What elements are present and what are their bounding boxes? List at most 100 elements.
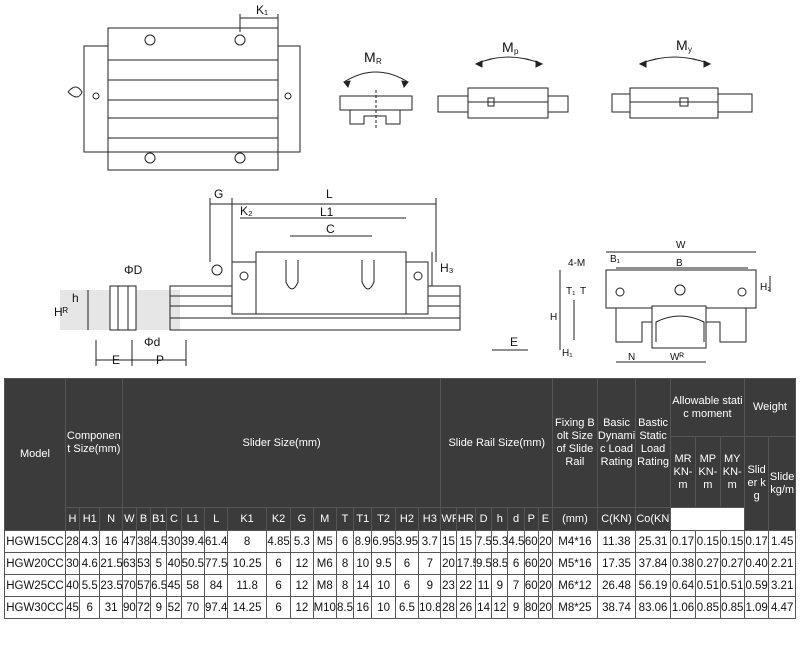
moment-mr-drawing [339, 71, 413, 130]
table-cell: 90 [121, 596, 137, 619]
table-cell: 12 [290, 596, 314, 619]
label-k1-top: K₁ [256, 3, 268, 17]
table-cell: 80 [523, 596, 539, 619]
header-model: Model [4, 378, 66, 531]
table-cell: 6 [265, 596, 292, 619]
table-cell: 3.7 [418, 530, 442, 553]
label-mp-sub: p [514, 47, 519, 56]
table-cell: 12 [290, 574, 314, 597]
table-cell: M5*16 [552, 552, 598, 575]
symbol-k1: K1 [227, 507, 267, 531]
table-cell: 15 [440, 530, 457, 553]
moment-my-drawing [611, 56, 753, 119]
table-cell: 60 [523, 552, 539, 575]
header-my: MY KN-m [719, 436, 745, 508]
table-cell: 17.35 [596, 552, 637, 575]
symbol-h: H [64, 507, 81, 531]
table-cell: 56.19 [635, 574, 671, 597]
table-cell: 23.5 [99, 574, 123, 597]
table-cell: 6 [335, 530, 355, 553]
table-cell: 70 [121, 574, 137, 597]
table-cell: M8 [312, 574, 337, 597]
table-cell: 0.64 [669, 574, 697, 597]
table-cell: M8*25 [552, 596, 598, 619]
table-cell: 0.59 [743, 574, 770, 597]
label-t1: T₁ [566, 286, 576, 297]
symbol-h3: H3 [418, 507, 442, 531]
table-cell: 6 [394, 574, 420, 597]
table-cell: 70 [180, 596, 205, 619]
table-cell: 40 [166, 552, 182, 575]
table-cell: 61.4 [203, 530, 229, 553]
label-mp: M [502, 39, 514, 55]
symbol-t: T [335, 507, 355, 531]
header-slide-kg: Slide kg/m [768, 436, 796, 531]
table-cell: 7.5 [474, 530, 493, 553]
symbol-h2: H2 [394, 507, 420, 531]
table-cell: 22 [455, 574, 476, 597]
label-wr: Wᴿ [670, 352, 684, 363]
header-component-size: Component Size(mm) [64, 378, 123, 508]
table-cell: 0.38 [669, 552, 697, 575]
label-c: C [326, 222, 335, 236]
table-cell: 53 [135, 552, 152, 575]
table-cell: 4.5 [150, 530, 168, 553]
spec-table: Model Component Size(mm) Slider Size(mm)… [4, 378, 797, 619]
label-t: T [580, 286, 586, 297]
table-cell: 9 [507, 596, 525, 619]
table-cell: 28 [64, 530, 81, 553]
table-cell: 26.48 [596, 574, 637, 597]
label-h3: H₃ [440, 261, 454, 275]
table-cell: 11.38 [596, 530, 637, 553]
label-k2: K₂ [240, 204, 253, 218]
symbol-b: B [135, 507, 152, 531]
table-cell: 58 [180, 574, 205, 597]
table-cell: 15 [455, 530, 476, 553]
top-view-drawing [67, 14, 301, 171]
table-cell: 7 [418, 552, 442, 575]
side-view-drawing [60, 198, 528, 366]
table-cell: 57 [135, 574, 152, 597]
symbol-w: W [121, 507, 137, 531]
table-cell: 38.74 [596, 596, 637, 619]
label-l: L [326, 187, 333, 201]
table-cell: 20 [537, 530, 554, 553]
table-cell: 6 [79, 596, 101, 619]
label-e-right: E [510, 335, 518, 349]
label-my: M [676, 37, 688, 53]
label-phi-d-top: ΦD [124, 263, 143, 277]
table-cell: 4.6 [79, 552, 101, 575]
header-slide-rail-size: Slide Rail Size(mm) [440, 378, 554, 508]
table-cell: 10.8 [418, 596, 442, 619]
table-cell: 8 [335, 552, 355, 575]
table-cell: 0.17 [669, 530, 697, 553]
table-cell: 25.31 [635, 530, 671, 553]
symbol-mm: (mm) [552, 507, 598, 531]
table-cell: 17.5 [455, 552, 476, 575]
table-cell: 47 [121, 530, 137, 553]
table-cell: 23 [440, 574, 457, 597]
table-cell: 5.3 [491, 530, 509, 553]
table-cell: 6.5 [394, 596, 420, 619]
table-cell: 9 [418, 574, 442, 597]
table-cell: 8.5 [491, 552, 509, 575]
symbol-c-kn: C(KN) [596, 507, 637, 531]
label-l1: L1 [320, 205, 334, 219]
table-cell: 1.06 [669, 596, 697, 619]
table-cell: 50.5 [180, 552, 205, 575]
header-mp: MP KN-m [695, 436, 721, 508]
table-cell: 6 [394, 552, 420, 575]
symbol-t2: T2 [371, 507, 396, 531]
table-cell: 12 [491, 596, 509, 619]
table-cell: 9.5 [474, 552, 493, 575]
end-view-drawing [559, 251, 771, 363]
label-hr: Hᴿ [54, 305, 69, 319]
table-cell: 14.25 [227, 596, 267, 619]
table-cell: 5.3 [290, 530, 314, 553]
table-cell: 0.85 [719, 596, 745, 619]
symbol-p: P [523, 507, 539, 531]
label-b: B [676, 258, 683, 269]
table-cell: 20 [537, 552, 554, 575]
label-w: W [676, 240, 686, 251]
